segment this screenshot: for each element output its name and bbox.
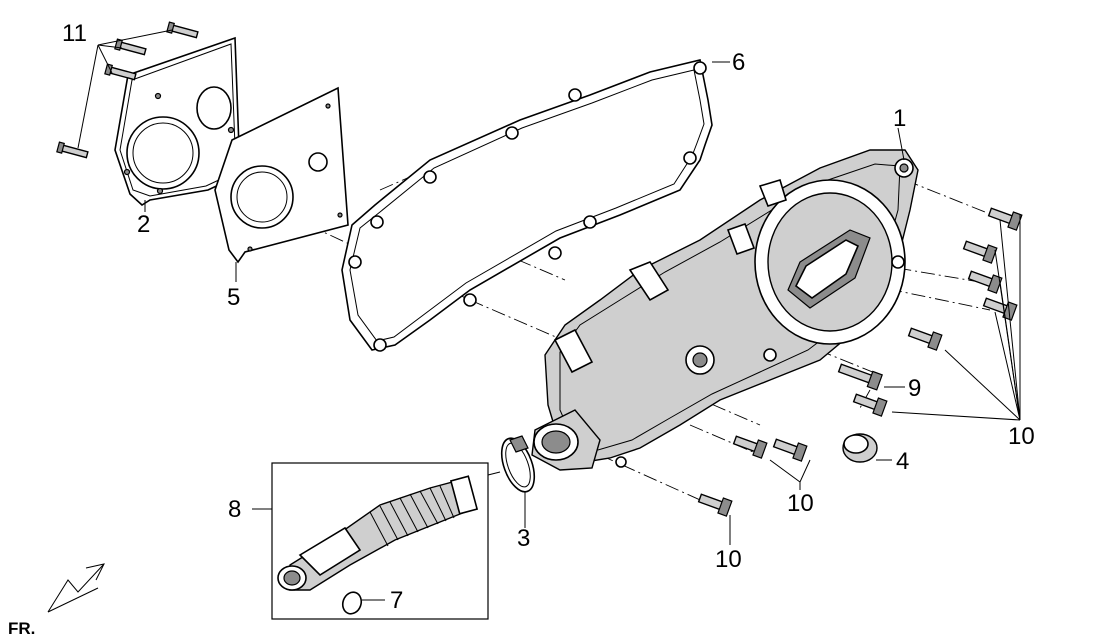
callout-10-right: 10 bbox=[1008, 423, 1035, 450]
small-gasket bbox=[214, 86, 349, 264]
callout-labels: 1 2 3 4 5 6 7 8 9 10 10 10 11 FR. bbox=[8, 20, 1035, 638]
callout-9: 9 bbox=[908, 375, 921, 402]
callout-2: 2 bbox=[137, 211, 150, 238]
callout-11: 11 bbox=[62, 20, 87, 47]
front-direction-label: FR. bbox=[8, 619, 35, 638]
inner-cover-plate bbox=[114, 36, 241, 207]
crankcase-cover bbox=[531, 149, 919, 471]
front-direction-arrow-icon bbox=[47, 563, 105, 613]
callout-6: 6 bbox=[732, 49, 745, 76]
callout-8: 8 bbox=[228, 496, 241, 523]
intake-duct-inset bbox=[271, 462, 489, 620]
cover-bolts bbox=[697, 207, 1023, 517]
callout-10-bottom: 10 bbox=[715, 546, 742, 573]
hose-clamp bbox=[500, 435, 536, 493]
callout-7: 7 bbox=[390, 587, 403, 614]
crankcase-gasket bbox=[341, 59, 713, 352]
callout-10-middle: 10 bbox=[787, 490, 814, 517]
callout-4: 4 bbox=[896, 448, 909, 475]
callout-1: 1 bbox=[893, 105, 906, 132]
long-bolt bbox=[837, 363, 883, 391]
callout-5: 5 bbox=[227, 284, 240, 311]
leader-lines bbox=[77, 29, 1021, 601]
callout-3: 3 bbox=[517, 525, 530, 552]
plate-screws bbox=[56, 21, 199, 159]
plug-cap bbox=[842, 433, 878, 463]
